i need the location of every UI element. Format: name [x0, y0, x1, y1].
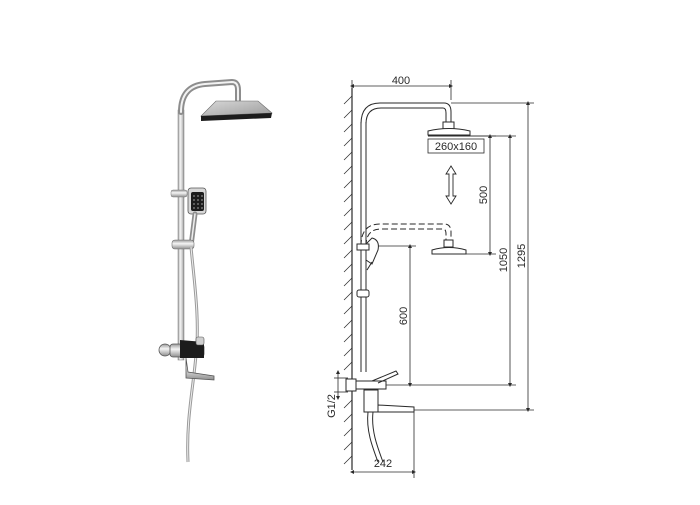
dim-arm-reach-lines	[350, 80, 453, 100]
wall-bracket-upper	[170, 189, 188, 198]
product-render	[158, 78, 273, 463]
dim-head-size-box	[427, 138, 485, 154]
diagram-head-lower	[431, 239, 467, 255]
label-high-height: 1295	[516, 244, 528, 268]
label-inlet-thread: G1/2	[326, 394, 338, 418]
dim-inlet-lines	[334, 370, 348, 400]
label-spout-depth: 242	[374, 458, 392, 470]
label-low-height: 1050	[498, 248, 510, 272]
technical-diagram	[334, 80, 534, 478]
double-vertical-arrow-icon	[445, 165, 457, 205]
label-arm-reach: 400	[392, 75, 410, 87]
hand-shower	[187, 187, 207, 249]
label-head-size: 260x160	[435, 141, 477, 153]
diagram-hand-shower	[356, 237, 379, 271]
dim-high-height-lines	[414, 101, 534, 412]
diagram-top-arm	[360, 102, 452, 125]
dimension-labels: 400 260x160 500 1050 1295 600 G1/2 242	[326, 75, 528, 470]
label-handshower-height: 600	[398, 307, 410, 325]
wall-hatch	[343, 95, 353, 465]
rain-shower-head	[200, 100, 273, 121]
mixer-valve	[158, 336, 205, 358]
dim-spout-depth-lines	[350, 412, 416, 478]
riser-pipe	[177, 109, 185, 361]
slide-holder	[171, 239, 195, 250]
diagram-lower-arm-dashed	[360, 223, 452, 247]
tub-spout	[185, 357, 215, 381]
diagram-head-upper	[427, 121, 471, 137]
diagram-mixer	[345, 370, 415, 463]
diagram-slider	[356, 289, 370, 298]
dim-handshower-lines	[378, 244, 416, 387]
dim-low-height-lines	[386, 134, 516, 387]
label-adjust-travel: 500	[478, 186, 490, 204]
